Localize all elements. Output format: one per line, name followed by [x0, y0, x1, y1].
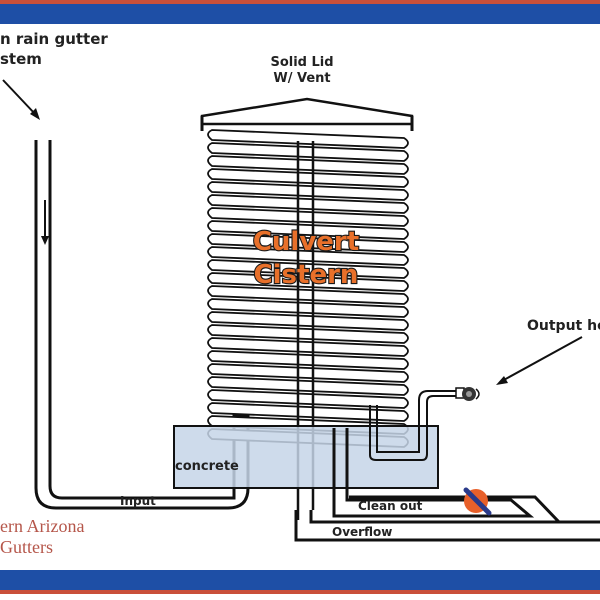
bottom-blue-band	[0, 570, 600, 590]
title-line2: Cistern	[254, 260, 359, 290]
solid-lid	[200, 97, 414, 131]
brand-line2: Gutters	[0, 537, 53, 557]
culvert-ring	[207, 181, 409, 201]
top-red-stripe	[0, 0, 600, 4]
culvert-ring	[207, 259, 409, 279]
culvert-ring	[207, 298, 409, 318]
input-label: Input	[120, 494, 156, 508]
bottom-red-stripe	[0, 590, 600, 594]
culvert-ring	[207, 233, 409, 253]
culvert-ring	[207, 376, 409, 396]
gutter-label-line1: n rain gutter	[0, 30, 108, 48]
output-arrow	[496, 336, 583, 385]
clean-out-valve-icon[interactable]	[463, 487, 492, 516]
culvert-ring	[207, 337, 409, 357]
culvert-ring	[207, 207, 409, 227]
lid-label-line1: Solid Lid	[270, 55, 333, 70]
culvert-ring	[207, 220, 409, 240]
gutter-arrow	[2, 79, 40, 120]
culvert-ring	[207, 142, 409, 162]
culvert-ring	[207, 246, 409, 266]
clean-out-pipe	[332, 428, 535, 518]
brand-line1: ern Arizona	[0, 516, 84, 536]
culvert-ring	[207, 155, 409, 175]
overflow-pipe	[294, 495, 600, 542]
culvert-ring	[207, 129, 409, 149]
culvert-ring	[207, 194, 409, 214]
flow-arrow	[41, 200, 49, 245]
concrete-label: concrete	[175, 459, 239, 474]
culvert-ring	[207, 350, 409, 370]
culvert-ring	[207, 311, 409, 331]
concrete-base	[173, 425, 439, 489]
culvert-ring	[207, 402, 409, 422]
culvert-ring	[207, 324, 409, 344]
culvert-ring	[207, 363, 409, 383]
output-valve-icon[interactable]	[462, 387, 480, 401]
downspout-pipe	[34, 140, 250, 510]
clean-out-label: Clean out	[358, 499, 423, 513]
culvert-ring	[207, 389, 409, 409]
gutter-label-line2: stem	[0, 50, 42, 68]
top-blue-band	[0, 4, 600, 24]
culvert-ring	[207, 168, 409, 188]
culvert-ring	[207, 272, 409, 292]
overflow-label: Overflow	[332, 525, 392, 539]
output-label: Output ho	[527, 318, 600, 334]
title-line1: Culvert	[253, 227, 359, 257]
culvert-ring	[207, 285, 409, 305]
lid-label-line2: W/ Vent	[273, 71, 330, 86]
